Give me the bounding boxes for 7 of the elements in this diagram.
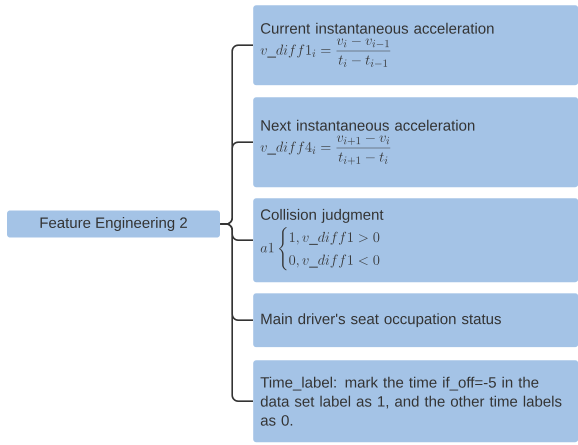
feature-box: Collision judgment $a1\begin{cases}1, v\_diff1 > 0\\ 0, v\_diff1 < 0\end{cases}$ [253,198,578,282]
brace-connector [220,223,253,402]
feature-box: Main driver's seat occupation status [253,293,578,348]
feature-box: Current instantaneous acceleration $v\_diff1_i = \frac{v_i - v_{i-1}}{t_i - t_{i-1}}$ [253,5,578,86]
topic-box: Feature Engineering 2 [7,210,220,238]
feature-box: Time_label: mark the time if_off=-5 in the data set label as 1, and the other time labels as 0. [253,360,578,442]
feature-box: Next instantaneous acceleration $v\_diff4_i = \frac{v_{i+1} - v_i}{t_{i+1} - t_i}$ [253,97,578,188]
